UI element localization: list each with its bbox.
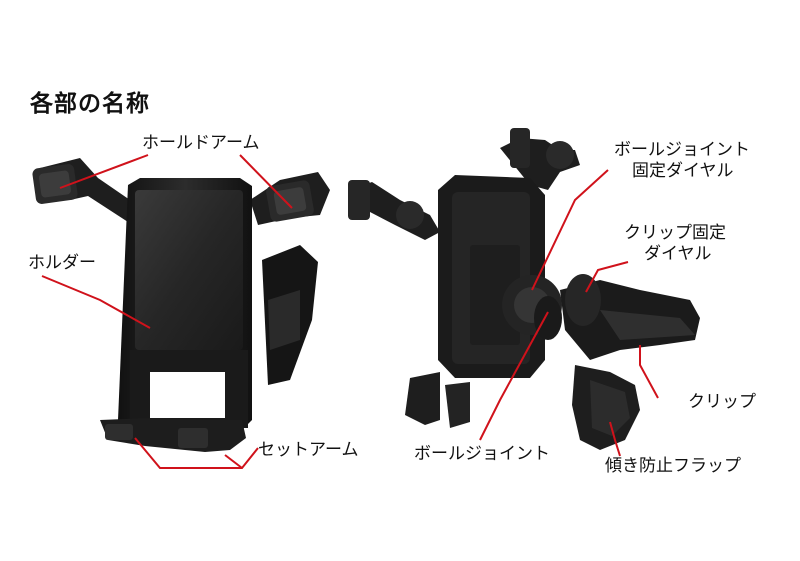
leader-flap <box>609 421 621 457</box>
page-title: 各部の名称 <box>30 91 150 117</box>
front-view <box>32 158 330 452</box>
leader-holder <box>41 275 151 329</box>
leader-hold-arm-left <box>59 154 149 189</box>
leader-clip-dial <box>585 261 629 293</box>
label-ball-joint-dial-line2: 固定ダイヤル <box>632 161 734 181</box>
rear-view <box>348 128 700 450</box>
leader-ball-joint-dial <box>531 169 609 291</box>
label-hold-arm: ホールドアーム <box>142 133 260 153</box>
label-ball-joint-dial-line1: ボールジョイント <box>614 140 750 160</box>
label-holder: ホルダー <box>28 253 96 273</box>
label-set-arm: セットアーム <box>258 440 359 460</box>
label-clip: クリップ <box>688 392 756 412</box>
leader-ball-joint <box>479 311 549 441</box>
leader-hold-arm-right <box>239 154 293 209</box>
leader-set-arm <box>134 437 259 469</box>
label-clip-dial-line2: ダイヤル <box>644 244 712 264</box>
leader-set-arm-2 <box>224 454 243 469</box>
label-ball-joint: ボールジョイント <box>414 444 550 464</box>
label-clip-dial-line1: クリップ固定 <box>624 223 726 243</box>
label-anti-tilt-flap: 傾き防止フラップ <box>605 456 741 476</box>
leader-lines <box>41 154 659 469</box>
leader-clip <box>639 345 659 399</box>
